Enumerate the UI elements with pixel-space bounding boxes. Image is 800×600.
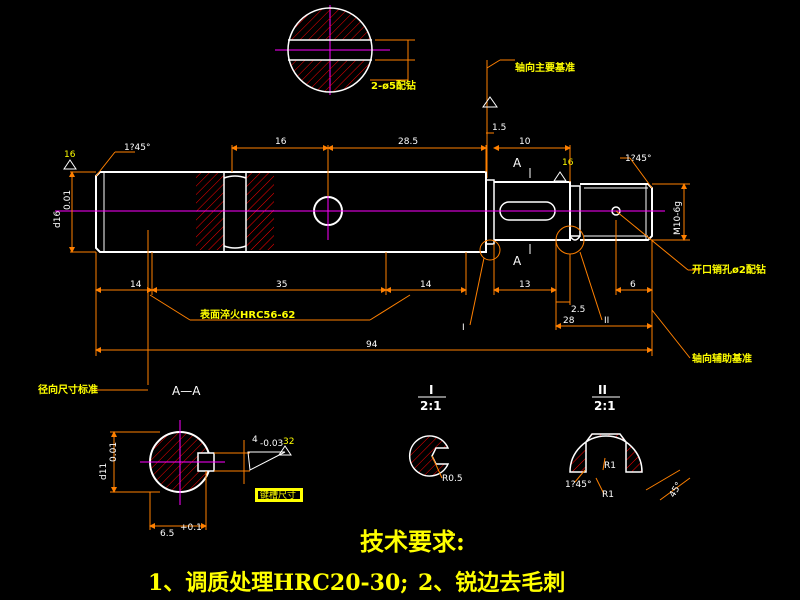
- holes-note: 2-ø5配钻: [371, 79, 416, 92]
- dim-14b: 14: [420, 280, 432, 290]
- split-pin-note: 开口销孔ø2配钻: [692, 263, 766, 276]
- right-annotations: 1?45° M10-6g 开口销孔ø2配钻: [615, 154, 766, 276]
- detail-i-scale: 2:1: [420, 399, 442, 413]
- dim-13: 13: [519, 280, 530, 290]
- axial-main-datum: 轴向主要基准: [482, 59, 575, 178]
- dim-16: 16: [275, 137, 287, 147]
- dim-6-5: 6.5: [160, 529, 174, 539]
- dim-4-tol: -0.03: [260, 439, 283, 449]
- chamfer-left: 1?45°: [124, 143, 150, 153]
- chamfer-detail: 1?45°: [565, 480, 591, 490]
- dim-1-5: 1.5: [492, 123, 506, 133]
- requirements-title: 技术要求:: [360, 527, 465, 556]
- section-a-bottom-label: A: [513, 254, 522, 268]
- surface-note: 表面淬火HRC56-62: [199, 308, 295, 321]
- dim-28-5: 28.5: [398, 137, 418, 147]
- leader-ii: II: [604, 316, 609, 326]
- section-aa-view: A—A d11 0.01 6.5 +0.1 4 -0.03 32 键槽尺寸: [99, 384, 303, 539]
- dimensions-top: 16 28.5 1.5 10: [231, 123, 571, 196]
- section-a-top-label: A: [513, 156, 522, 170]
- top-section-view: 2-ø5配钻: [275, 5, 416, 95]
- detail-ii-view: II 2:1 R1 R1 1?45° 45°: [565, 383, 691, 501]
- chamfer-right: 1?45°: [625, 154, 651, 164]
- radius-r0-5: R0.5: [442, 474, 463, 484]
- roughness-16: 16: [64, 150, 76, 160]
- left-annotations: 1?45° 16 d16 0.01: [53, 143, 150, 253]
- requirement-item-2: 2、锐边去毛刺: [418, 570, 565, 596]
- dim-2-5: 2.5: [571, 305, 585, 315]
- axial-main-note: 轴向主要基准: [515, 61, 575, 74]
- detail-ii-label: II: [598, 383, 607, 397]
- dim-28: 28: [563, 316, 575, 326]
- section-markers: A A 16: [513, 156, 574, 268]
- technical-requirements: 技术要求: 1、调质处理HRC20-30; 2、锐边去毛刺: [148, 527, 565, 596]
- dim-14a: 14: [130, 280, 142, 290]
- shaft-main-view: [55, 171, 665, 261]
- thread-spec: M10-6g: [673, 201, 683, 235]
- dim-94: 94: [366, 340, 378, 350]
- dia-section-tol: 0.01: [109, 442, 119, 462]
- dim-6-5-tol: +0.1: [180, 523, 202, 533]
- detail-i-label: I: [429, 383, 433, 397]
- leader-i: I: [462, 323, 465, 333]
- requirement-item-1: 1、调质处理HRC20-30;: [148, 570, 408, 596]
- dim-4: 4: [252, 435, 258, 445]
- dim-6: 6: [630, 280, 636, 290]
- dia-main-tol: 0.01: [63, 190, 73, 210]
- highlight-box: 键槽尺寸: [260, 489, 296, 501]
- dim-35: 35: [276, 280, 287, 290]
- dia-main: d16: [53, 211, 63, 228]
- radial-note: 径向尺寸标准: [38, 383, 98, 396]
- dimensions-bottom: 14 35 14 13 2.5 6 28 94 表面淬火HRC56-62 I I…: [38, 220, 752, 396]
- dim-10: 10: [519, 137, 531, 147]
- dia-section: d11: [99, 463, 109, 480]
- radius-r1a: R1: [604, 461, 616, 471]
- radius-r1b: R1: [602, 490, 614, 500]
- roughness-32: 32: [283, 437, 294, 447]
- section-aa-label: A—A: [172, 384, 201, 398]
- axial-aux-note: 轴向辅助基准: [692, 352, 752, 365]
- detail-i-view: I 2:1 R0.5: [408, 383, 463, 484]
- roughness-16b: 16: [562, 158, 574, 168]
- detail-ii-scale: 2:1: [594, 399, 616, 413]
